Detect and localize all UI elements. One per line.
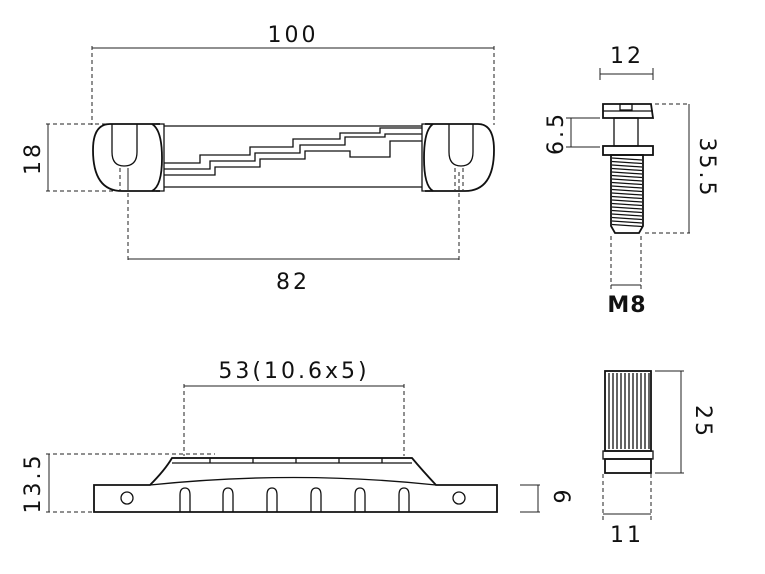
string-slots (179, 487, 410, 512)
label-side-height: 13.5 (21, 453, 46, 514)
dimension-head-width: 12 (599, 44, 654, 80)
stud-view: 12 6.5 35.5 M8 (544, 44, 719, 318)
label-string-spacing: 53(10.6x5) (218, 359, 369, 384)
label-overall-length: 100 (268, 23, 319, 48)
label-height: 18 (21, 141, 46, 175)
dimension-head-height: 6.5 (544, 111, 600, 155)
anchor-view: 25 11 (602, 370, 715, 548)
thread-lines (611, 157, 643, 228)
knurl-lines (608, 373, 650, 449)
label-head-height: 6.5 (544, 111, 569, 155)
dimension-anchor-diameter: 11 (602, 474, 652, 548)
dimension-string-spacing: 53(10.6x5) (183, 359, 405, 456)
label-anchor-diameter: 11 (610, 523, 644, 548)
dimension-anchor-length: 25 (655, 370, 715, 474)
dimension-side-height: 13.5 (21, 453, 215, 514)
label-post-spacing: 82 (276, 270, 310, 295)
dimension-height: 18 (21, 123, 128, 192)
tailpiece-top-view: 100 18 82 (21, 23, 495, 295)
label-thread: M8 (607, 293, 646, 318)
dimension-slot-depth: 6 (520, 484, 573, 513)
tailpiece-side-view: 53(10.6x5) 13.5 6 (21, 359, 573, 513)
label-anchor-length: 25 (690, 405, 715, 439)
dimension-total-length: 35.5 (645, 103, 719, 234)
label-head-width: 12 (610, 44, 644, 69)
dimension-post-spacing: 82 (127, 172, 460, 295)
dimension-thread: M8 (607, 236, 646, 318)
label-total-length: 35.5 (694, 138, 719, 199)
dimension-overall-length: 100 (91, 23, 495, 125)
label-slot-depth: 6 (548, 490, 573, 507)
